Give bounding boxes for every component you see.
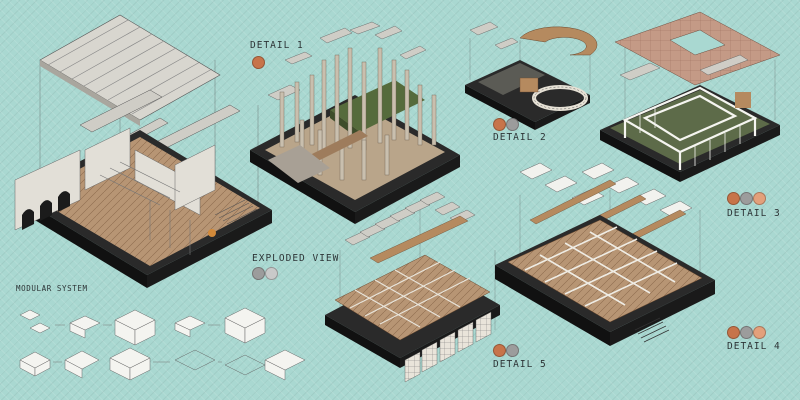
exploded-view-label: EXPLODED VIEW (252, 253, 340, 264)
detail-1-model (250, 21, 460, 224)
detail-3-swatch (740, 192, 753, 205)
detail-2-swatch (506, 118, 519, 131)
exploded-view-model (14, 14, 272, 288)
detail-4-model (495, 162, 715, 346)
detail-3-label: DETAIL 3 (727, 208, 781, 219)
detail-5-swatch (506, 344, 519, 357)
detail-5-model (325, 191, 500, 383)
exploded-view-swatch (265, 267, 278, 280)
detail-4-label: DETAIL 4 (727, 341, 781, 352)
detail-4-swatch (727, 326, 740, 339)
detail-2-swatch (493, 118, 506, 131)
detail-1-swatch (252, 56, 265, 69)
exploded-view-swatch (252, 267, 265, 280)
detail-3-swatch (727, 192, 740, 205)
detail-4-swatch (740, 326, 753, 339)
detail-2-label: DETAIL 2 (493, 132, 547, 143)
modular-arrows (53, 324, 222, 363)
detail-3-swatch (753, 192, 766, 205)
modular-system-diagrams (19, 307, 306, 381)
detail-5-label: DETAIL 5 (493, 359, 547, 370)
detail-4-swatch (753, 326, 766, 339)
detail-2-model (465, 21, 598, 130)
detail-5-swatch (493, 344, 506, 357)
modular-system-label: MODULAR SYSTEM (16, 284, 88, 293)
detail-3-model (600, 11, 781, 182)
detail-1-label: DETAIL 1 (250, 40, 304, 51)
